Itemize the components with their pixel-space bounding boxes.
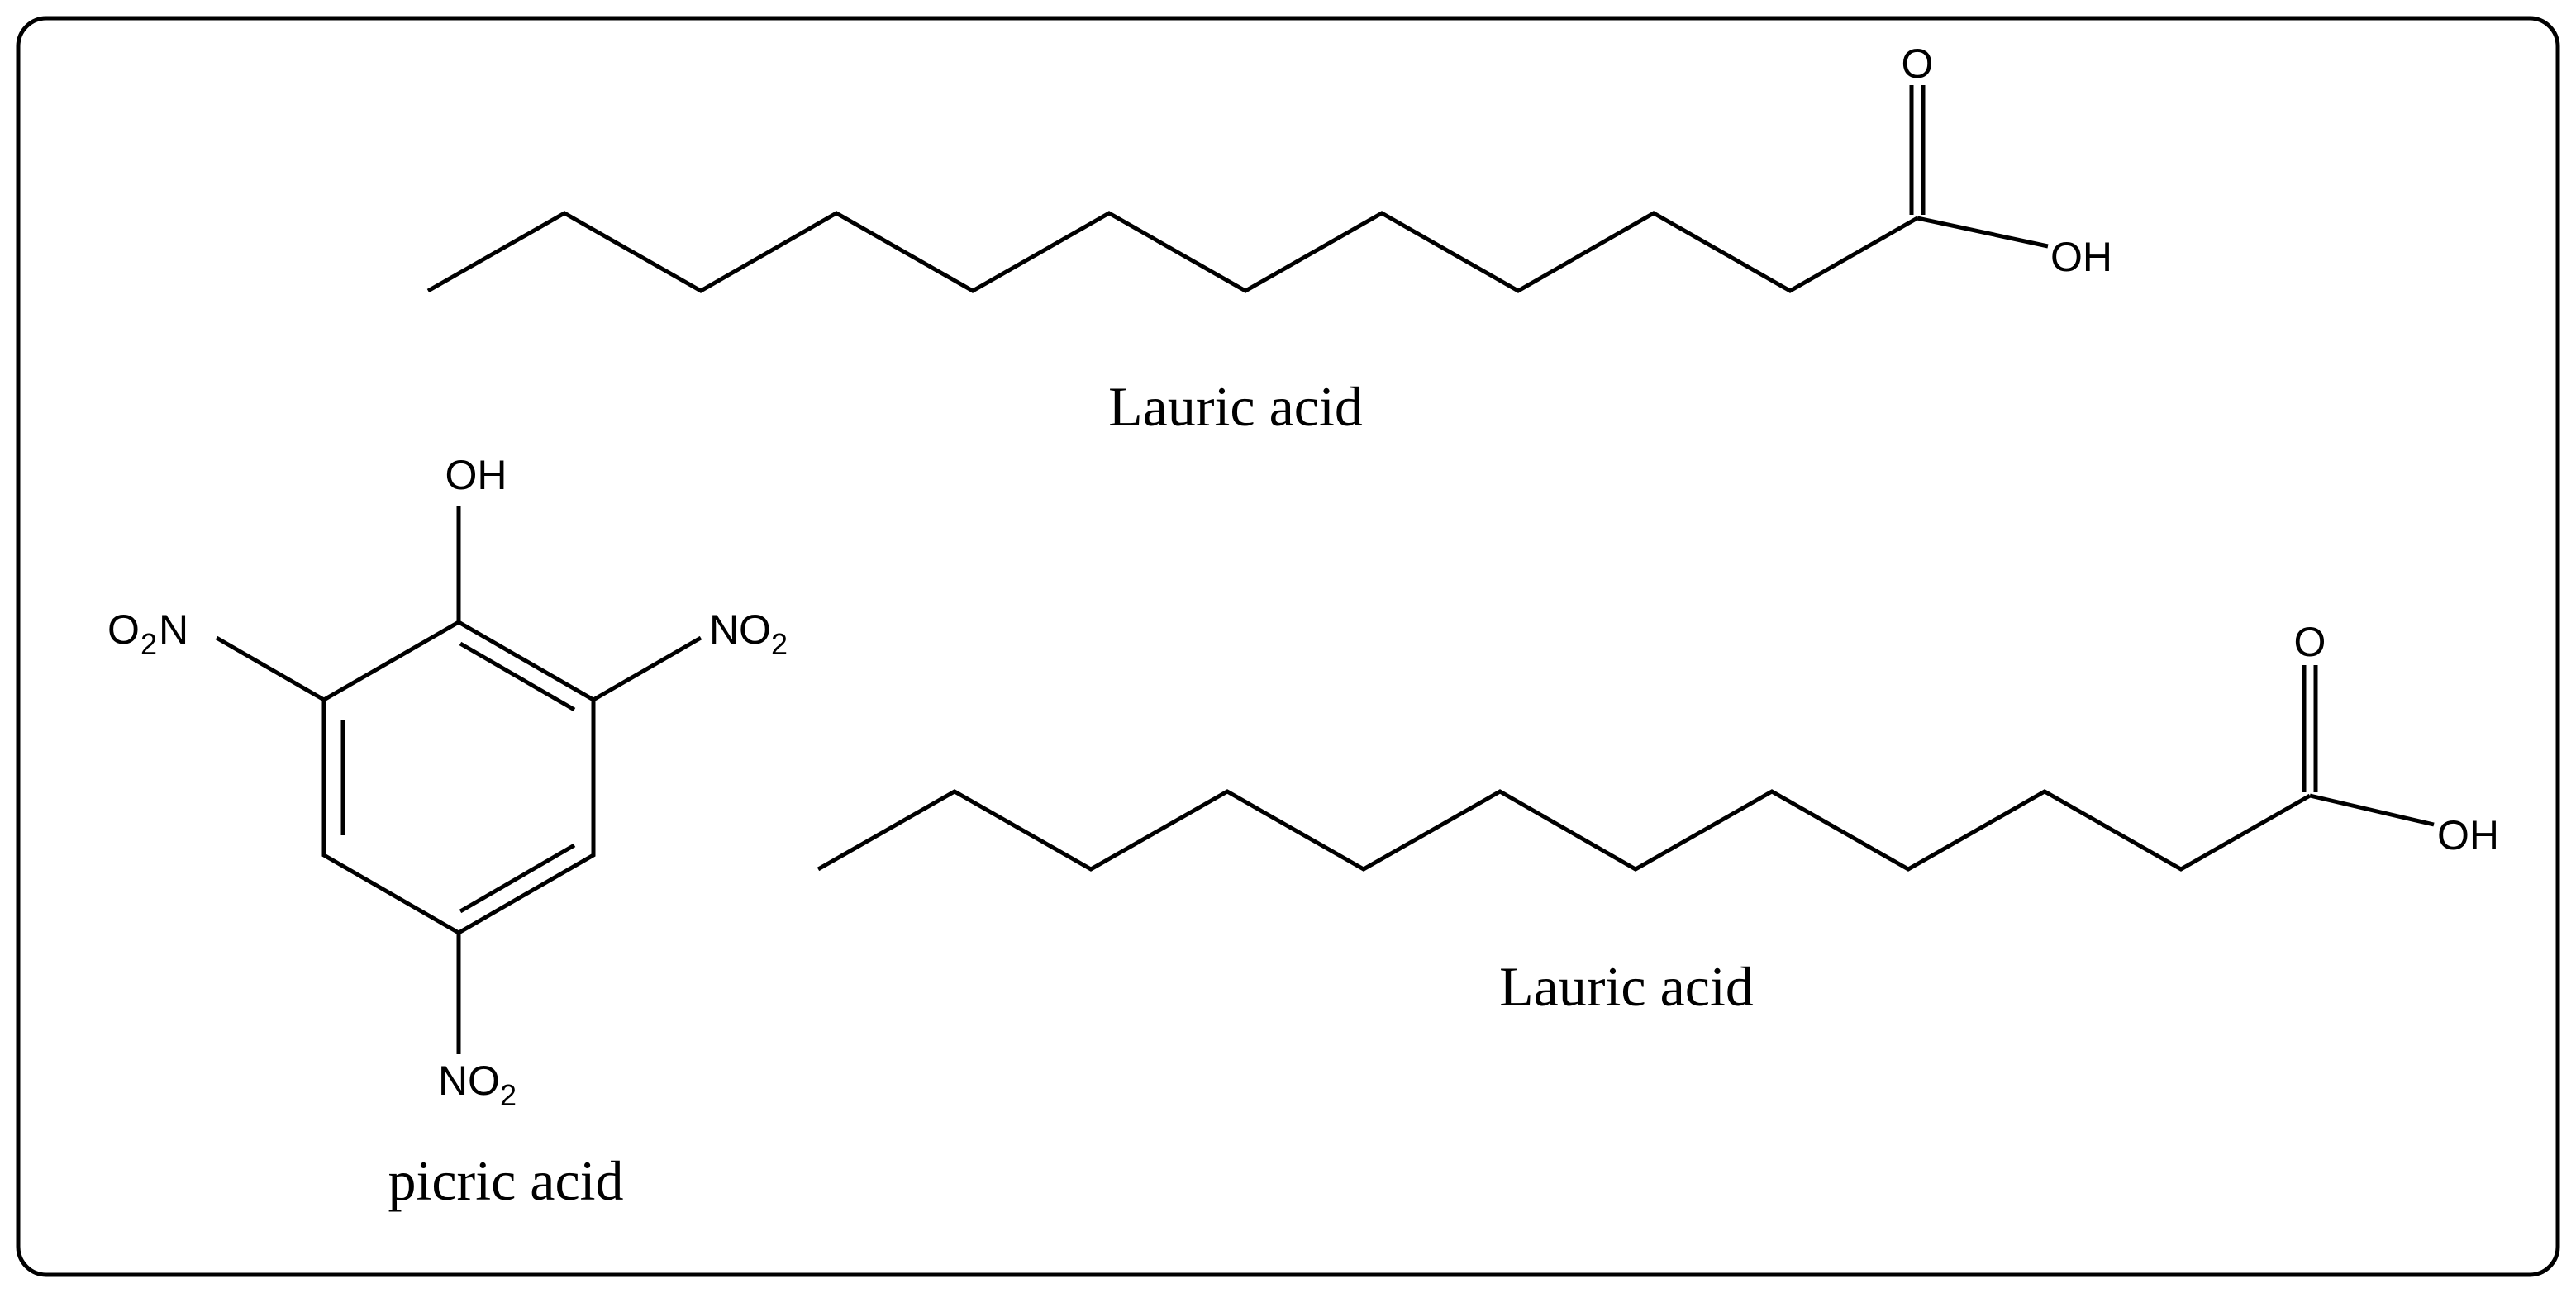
lauric-top-carbon-chain xyxy=(426,211,1919,293)
picric-c-no2-right-bond xyxy=(592,635,702,702)
picric-benzene-ring xyxy=(321,620,596,935)
picric-hydroxyl-label: OH xyxy=(445,452,507,498)
picric-nitro-left-subscript: 2 xyxy=(140,627,157,661)
lauric-top-hydroxyl-label: OH xyxy=(2050,234,2112,280)
picric-nitro-bottom-n-label: N xyxy=(438,1058,468,1104)
picric-nitro-bottom-o-label: O xyxy=(468,1058,500,1104)
picric-nitro-left-n-label: N xyxy=(159,606,188,653)
lauric-bottom-carbonyl-o-label: O xyxy=(2294,619,2326,665)
lauric-bottom-hydroxyl-label: OH xyxy=(2437,812,2499,858)
lauric-bottom-carbon-chain xyxy=(817,789,2312,872)
lauric-acid-top: O OH Lauric acid xyxy=(426,40,2112,438)
lauric-acid-bottom: O OH Lauric acid xyxy=(817,619,2499,1018)
picric-nitro-left-o-label: O xyxy=(107,606,140,653)
lauric-bottom-caption: Lauric acid xyxy=(1499,955,1754,1018)
picric-nitro-right-n-label: N xyxy=(709,606,739,653)
picric-nitro-right-o-label: O xyxy=(739,606,771,653)
picric-acid: OH O 2 N N O 2 N O 2 picric acid xyxy=(107,452,788,1212)
picric-c-no2-left-bond xyxy=(215,635,326,702)
figure-border xyxy=(16,16,2560,1277)
lauric-top-carbonyl-o-label: O xyxy=(1902,40,1934,87)
picric-ring-double-bond-1 xyxy=(459,641,576,712)
lauric-top-c-oh-bond xyxy=(1917,216,2049,249)
picric-nitro-right-subscript: 2 xyxy=(771,627,788,661)
lauric-bottom-c-oh-bond xyxy=(2309,793,2435,827)
picric-nitro-bottom-subscript: 2 xyxy=(500,1078,517,1112)
picric-ring-double-bond-2 xyxy=(459,843,576,914)
lauric-top-caption: Lauric acid xyxy=(1108,375,1363,438)
picric-caption: picric acid xyxy=(388,1149,623,1212)
